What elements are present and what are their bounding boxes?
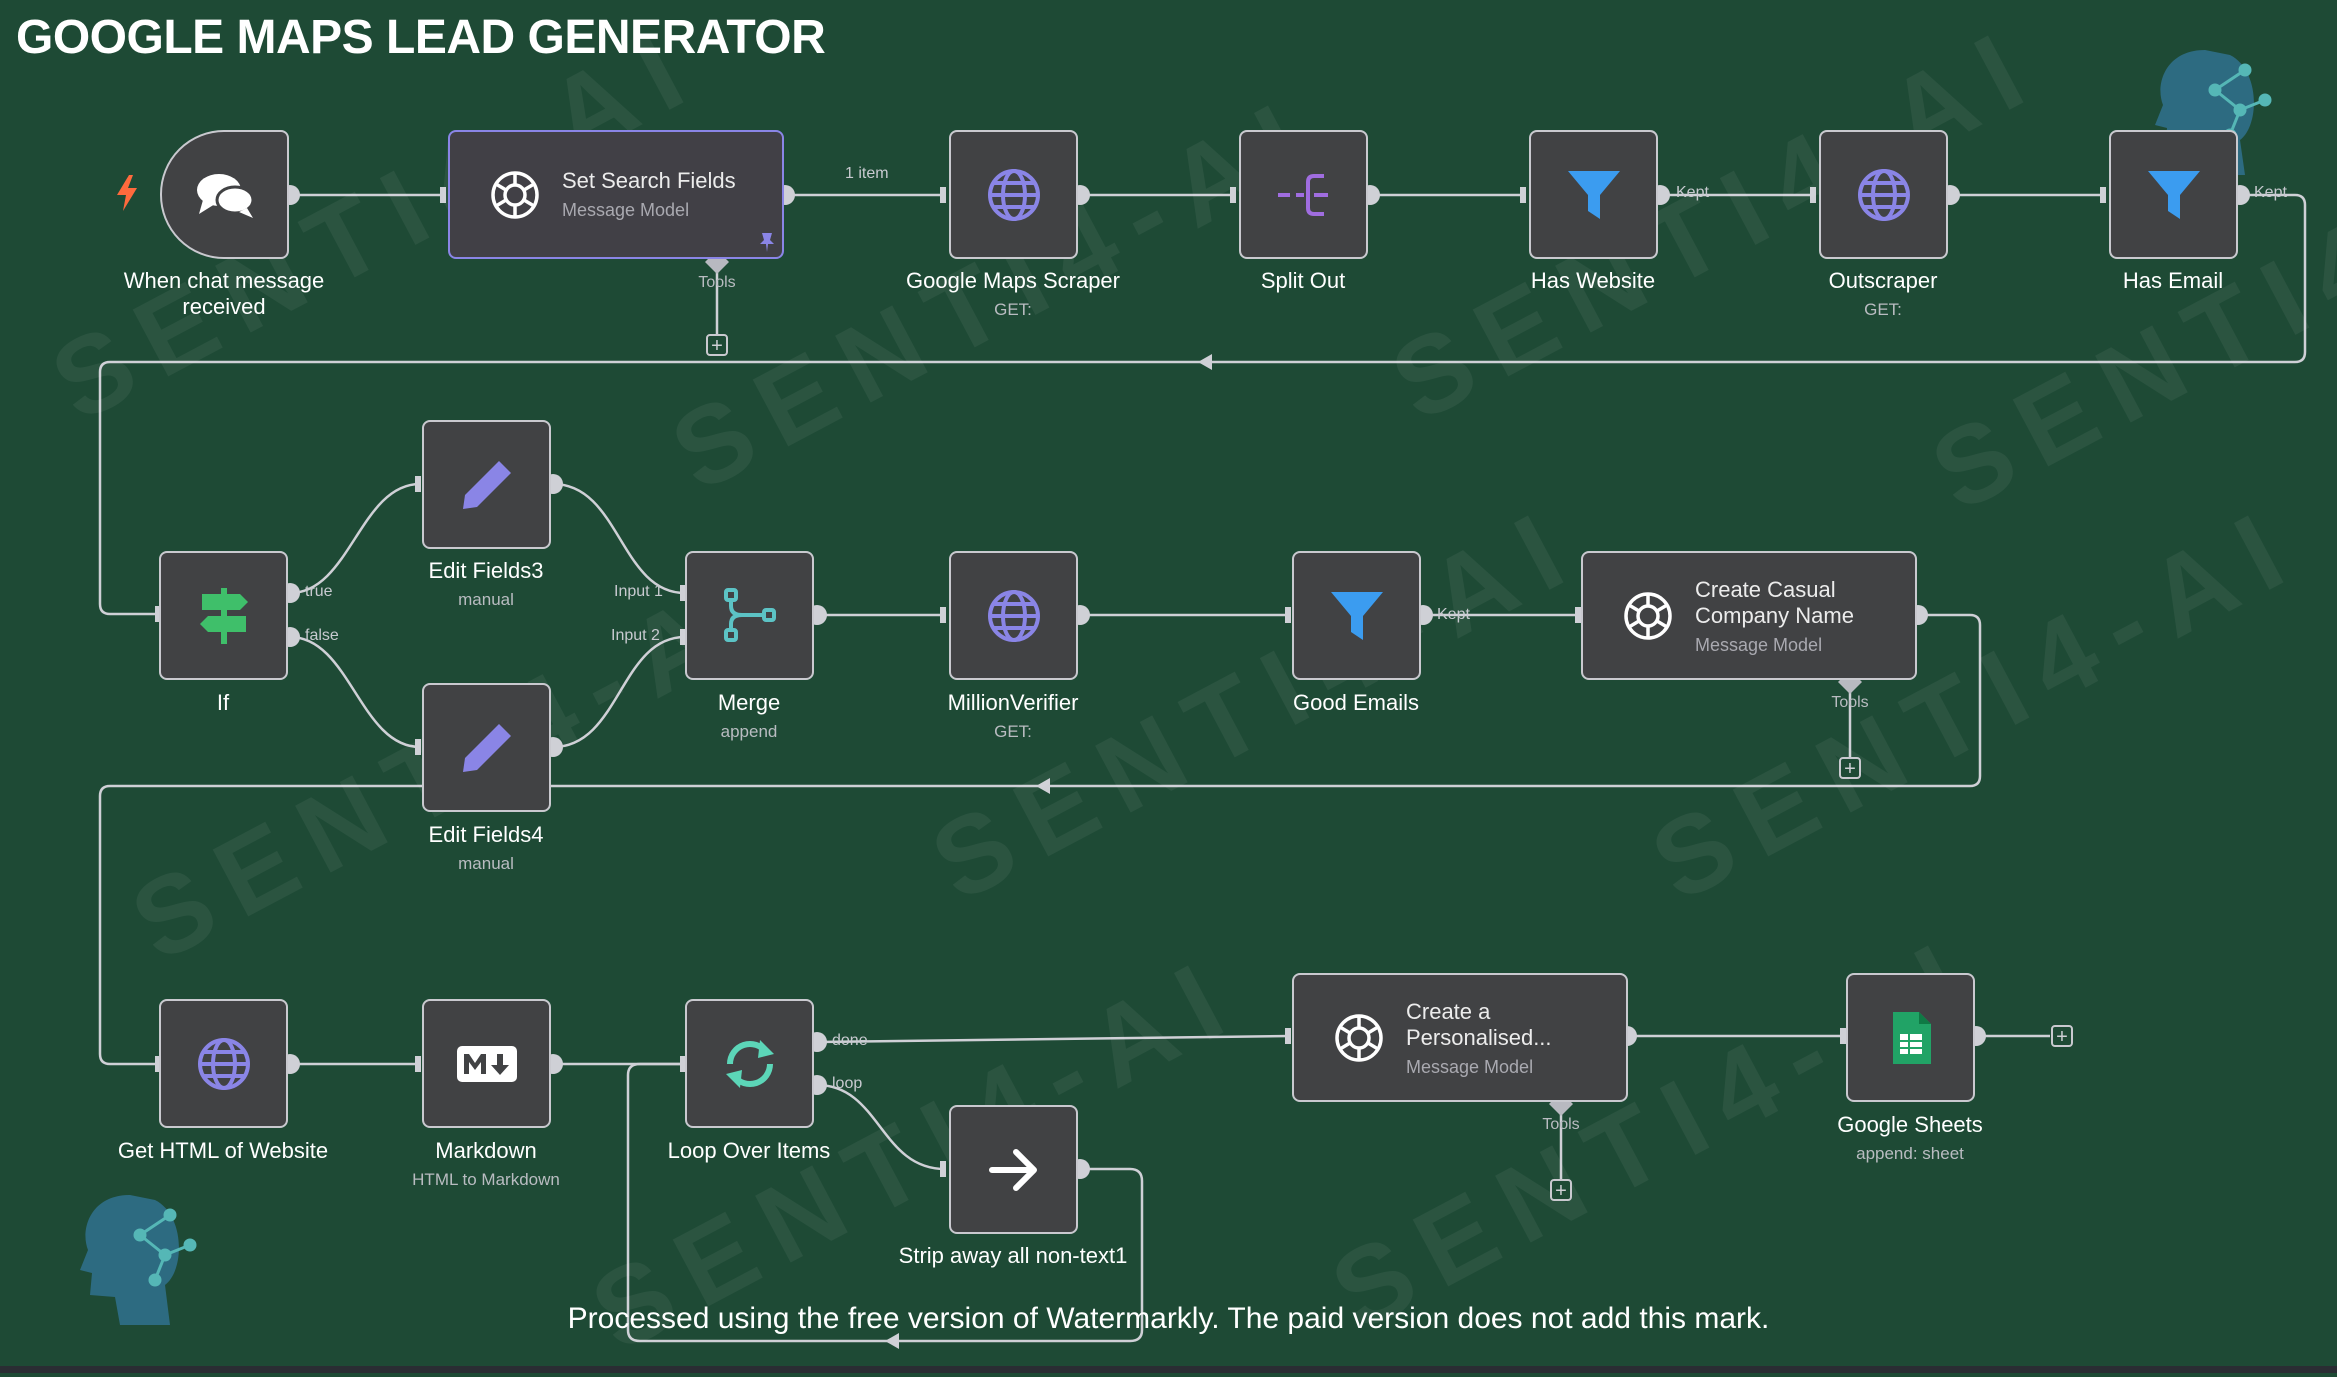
arrow-right-icon xyxy=(951,1107,1076,1232)
page-title: GOOGLE MAPS LEAD GENERATOR xyxy=(16,11,826,64)
node-subtitle: Message Model xyxy=(1406,1057,1534,1077)
globe-icon xyxy=(951,132,1076,257)
edge-label: false xyxy=(305,627,339,644)
openai-icon xyxy=(450,132,580,257)
edge-label: true xyxy=(305,583,333,600)
node-sublabel: GET: xyxy=(994,300,1032,319)
bottom-bar xyxy=(0,1366,2337,1373)
signpost-icon xyxy=(161,553,286,678)
tools-label: Tools xyxy=(1831,694,1869,711)
sheets-icon xyxy=(1848,975,1973,1100)
node-markdown[interactable] xyxy=(422,999,551,1128)
node-label: MillionVerifier xyxy=(947,690,1079,715)
node-strip-non-text[interactable] xyxy=(949,1105,1078,1234)
tools-label: Tools xyxy=(1542,1116,1580,1133)
node-if[interactable] xyxy=(159,551,288,680)
node-subtitle: Message Model xyxy=(562,200,690,220)
node-label: Good Emails xyxy=(1293,690,1419,715)
node-chat-trigger[interactable] xyxy=(160,130,289,259)
openai-icon xyxy=(1294,975,1424,1100)
node-label: Has Email xyxy=(2122,268,2224,293)
node-has-website[interactable] xyxy=(1529,130,1658,259)
node-label: Outscraper xyxy=(1828,268,1938,293)
node-google-sheets[interactable] xyxy=(1846,973,1975,1102)
pencil-icon xyxy=(424,422,549,547)
node-good-emails[interactable] xyxy=(1292,551,1421,680)
edge-label: 1 item xyxy=(845,165,889,182)
node-split-out[interactable] xyxy=(1239,130,1368,259)
node-label: Get HTML of Website xyxy=(117,1138,329,1163)
node-label: Edit Fields4 xyxy=(428,822,544,847)
node-edit-fields4[interactable] xyxy=(422,683,551,812)
node-sublabel: GET: xyxy=(1864,300,1902,319)
node-has-email[interactable] xyxy=(2109,130,2238,259)
brand-logo-icon xyxy=(80,1195,197,1325)
node-sublabel: manual xyxy=(458,854,514,873)
trigger-bolt-icon xyxy=(117,175,137,211)
node-label: Strip away all non-text1 xyxy=(898,1243,1128,1268)
filter-icon xyxy=(1531,132,1656,257)
add-tool-button[interactable]: + xyxy=(1550,1179,1572,1201)
split-icon xyxy=(1241,132,1366,257)
node-google-maps-scraper[interactable] xyxy=(949,130,1078,259)
loop-icon xyxy=(687,1001,812,1126)
node-label: Edit Fields3 xyxy=(428,558,544,583)
node-title: Set Search Fields xyxy=(562,168,736,193)
node-get-html[interactable] xyxy=(159,999,288,1128)
node-label: Loop Over Items xyxy=(667,1138,831,1163)
pencil-icon xyxy=(424,685,549,810)
globe-icon xyxy=(1821,132,1946,257)
edge-label: Input 2 xyxy=(611,627,660,644)
globe-icon xyxy=(161,1001,286,1126)
chat-icon xyxy=(162,132,287,257)
edge-label: Kept xyxy=(1437,606,1470,623)
node-sublabel: GET: xyxy=(994,722,1032,741)
node-label: Has Website xyxy=(1530,268,1656,293)
node-edit-fields3[interactable] xyxy=(422,420,551,549)
edge-label: Input 1 xyxy=(614,583,663,600)
node-merge[interactable] xyxy=(685,551,814,680)
edge-label: done xyxy=(832,1032,868,1049)
node-sublabel: append: sheet xyxy=(1856,1144,1964,1163)
markdown-icon xyxy=(424,1001,549,1126)
node-label: Split Out xyxy=(1260,268,1346,293)
node-label: Markdown xyxy=(435,1138,537,1163)
tools-label: Tools xyxy=(698,274,736,291)
add-tool-button[interactable]: + xyxy=(1839,757,1861,779)
node-sublabel: manual xyxy=(458,590,514,609)
openai-icon xyxy=(1583,553,1713,678)
add-tool-button[interactable]: + xyxy=(706,334,728,356)
node-set-search-fields[interactable]: Set Search Fields Message Model xyxy=(448,130,784,259)
filter-icon xyxy=(2111,132,2236,257)
node-outscraper[interactable] xyxy=(1819,130,1948,259)
filter-icon xyxy=(1294,553,1419,678)
node-sublabel: HTML to Markdown xyxy=(412,1170,560,1189)
edge-label: loop xyxy=(832,1075,863,1092)
node-label: Google Maps Scraper xyxy=(906,268,1120,293)
node-loop-over-items[interactable] xyxy=(685,999,814,1128)
node-label: Merge xyxy=(717,690,781,715)
node-million-verifier[interactable] xyxy=(949,551,1078,680)
node-label: If xyxy=(216,690,230,715)
node-label: Google Sheets xyxy=(1837,1112,1983,1137)
node-sublabel: append xyxy=(720,722,778,741)
edge-label: Kept xyxy=(1676,184,1709,201)
node-subtitle: Message Model xyxy=(1695,635,1823,655)
merge-icon xyxy=(687,553,812,678)
globe-icon xyxy=(951,553,1076,678)
add-node-button[interactable]: + xyxy=(2051,1025,2073,1047)
pin-icon xyxy=(760,233,774,252)
edge-label: Kept xyxy=(2254,184,2287,201)
watermark-notice: Processed using the free version of Wate… xyxy=(567,1302,1770,1335)
